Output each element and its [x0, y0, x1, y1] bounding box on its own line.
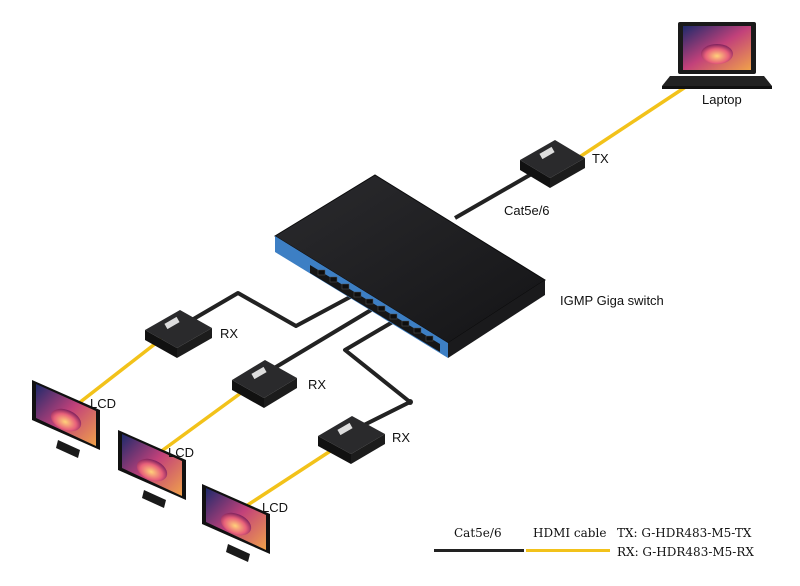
legend-cat-swatch: [434, 549, 524, 552]
cat-cable-rx3: [343, 318, 412, 434]
label-rx-3: RX: [392, 430, 411, 445]
label-cat-cable: Cat5e/6: [504, 203, 550, 218]
legend-hdmi-swatch: [526, 549, 610, 552]
hdmi-cable-laptop: [573, 84, 689, 162]
cable-junction: [407, 399, 413, 405]
laptop-device: [662, 22, 772, 89]
label-rx-1: RX: [220, 326, 239, 341]
hdmi-cable-lcd1: [68, 338, 162, 412]
legend-cat-label: Cat5e/6: [454, 526, 502, 540]
label-lcd-2: LCD: [168, 445, 195, 460]
rx-extender-3: [318, 416, 385, 464]
igmp-switch: [274, 174, 546, 358]
cat-cable-rx1: [183, 291, 353, 328]
lcd-monitor-3: [202, 484, 270, 562]
lcd-monitor-1: [32, 380, 100, 458]
rx-extender-2: [232, 360, 297, 408]
hdmi-cable-lcd3: [238, 446, 337, 512]
lcd-monitor-2: [118, 430, 186, 508]
tx-extender: [520, 140, 585, 188]
legend-rx-model: RX: G-HDR483-M5-RX: [617, 545, 754, 559]
cat-cables: [183, 170, 536, 434]
label-switch: IGMP Giga switch: [560, 293, 664, 308]
label-tx: TX: [592, 151, 609, 166]
legend-hdmi-label: HDMI cable: [533, 526, 607, 540]
label-lcd-1: LCD: [90, 396, 117, 411]
legend-tx-model: TX: G-HDR483-M5-TX: [617, 526, 752, 540]
label-rx-2: RX: [308, 377, 327, 392]
hdmi-cable-lcd2: [150, 388, 247, 460]
cat-cable-tx: [454, 170, 536, 220]
rx-extender-1: [145, 310, 212, 358]
cat-cable-rx2: [264, 308, 373, 375]
label-laptop: Laptop: [702, 92, 742, 107]
label-lcd-3: LCD: [262, 500, 289, 515]
hdmi-cables: [68, 84, 689, 512]
